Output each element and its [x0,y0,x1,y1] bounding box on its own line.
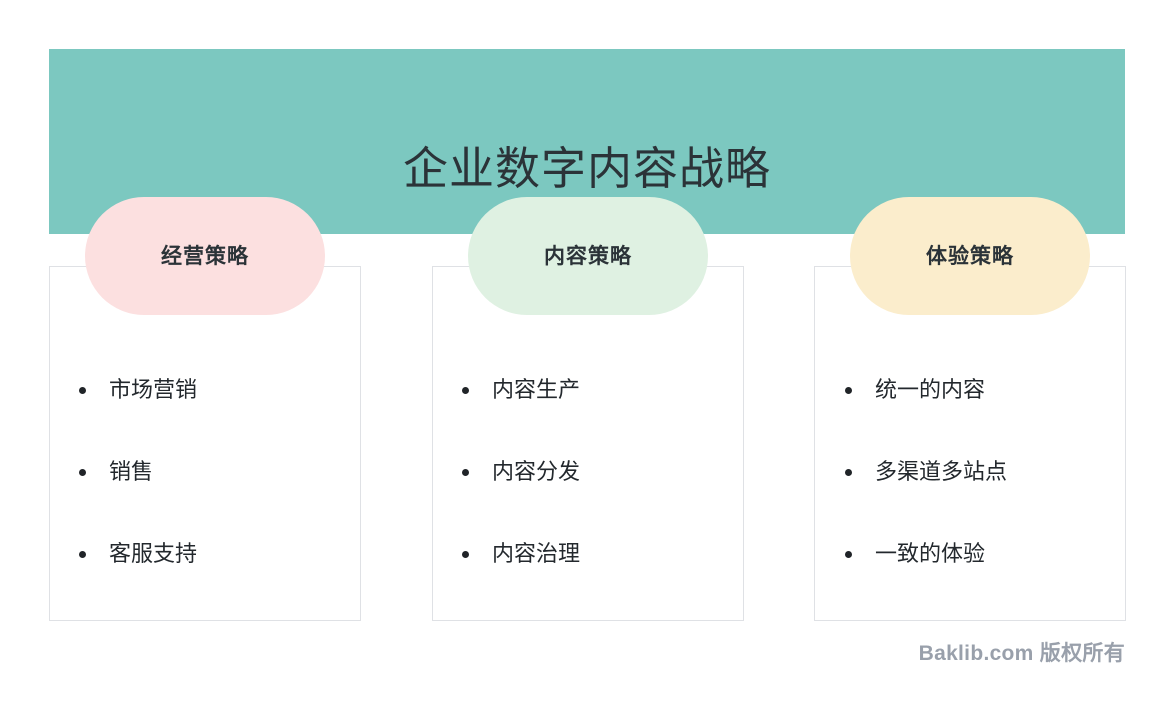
pill-label-1: 经营策略 [161,244,249,268]
bullet-dot-icon [79,550,86,558]
bullet-dot-icon [462,386,469,394]
list-item: 客服支持 [49,513,361,595]
list-item-label: 客服支持 [109,541,198,566]
list-item-label: 一致的体验 [875,541,986,566]
copyright-watermark: Baklib.com 版权所有 [918,642,1125,665]
list-item-label: 市场营销 [109,377,198,402]
bullet-dot-icon [462,468,469,476]
list-item-label: 多渠道多站点 [875,459,1008,484]
page-title: 企业数字内容战略 [402,143,771,194]
pill-label-2: 内容策略 [544,244,632,268]
pill-header-2[interactable]: 内容策略 [468,197,708,315]
bullet-list-2: 内容生产 内容分发 内容治理 [432,349,744,595]
strategy-column-2: 内容策略 内容生产 内容分发 内容治理 [432,197,744,622]
card-panel-1 [49,266,361,621]
list-item: 内容治理 [432,513,744,595]
bullet-dot-icon [845,386,852,394]
bullet-list-1: 市场营销 销售 客服支持 [49,349,361,595]
list-item-label: 内容治理 [492,541,581,566]
pill-label-3: 体验策略 [926,244,1014,268]
strategy-column-1: 经营策略 市场营销 销售 客服支持 [49,197,361,622]
bullet-dot-icon [845,550,852,558]
list-item: 内容生产 [432,349,744,431]
bullet-dot-icon [79,468,86,476]
list-item: 统一的内容 [814,349,1126,431]
pill-header-3[interactable]: 体验策略 [850,197,1090,315]
list-item-label: 统一的内容 [875,377,986,402]
card-panel-2 [432,266,744,621]
bullet-dot-icon [462,550,469,558]
list-item: 销售 [49,431,361,513]
list-item-label: 销售 [109,459,154,484]
strategy-column-3: 体验策略 统一的内容 多渠道多站点 一致的体验 [814,197,1126,622]
list-item: 市场营销 [49,349,361,431]
bullet-dot-icon [845,468,852,476]
list-item: 多渠道多站点 [814,431,1126,513]
bullet-dot-icon [79,386,86,394]
list-item: 内容分发 [432,431,744,513]
card-panel-3 [814,266,1126,621]
list-item: 一致的体验 [814,513,1126,595]
list-item-label: 内容分发 [492,459,581,484]
list-item-label: 内容生产 [492,377,581,402]
pill-header-1[interactable]: 经营策略 [85,197,325,315]
bullet-list-3: 统一的内容 多渠道多站点 一致的体验 [814,349,1126,595]
